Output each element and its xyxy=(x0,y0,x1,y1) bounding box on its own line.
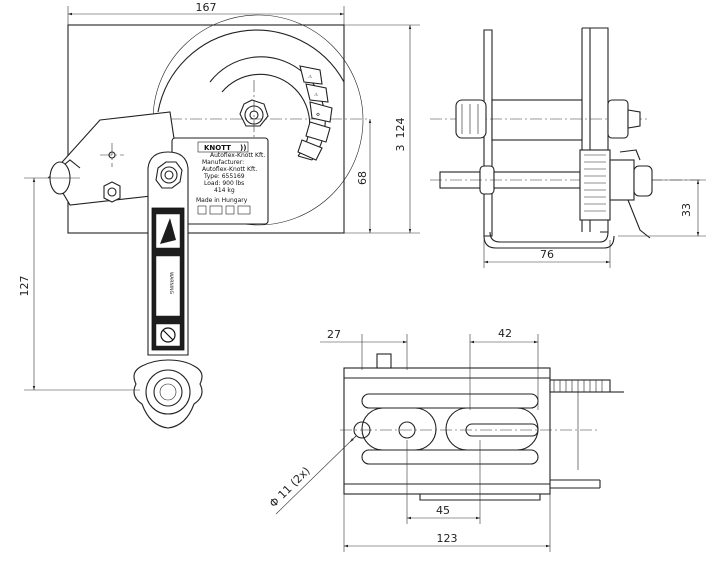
ce-icon xyxy=(197,205,207,215)
dimension-label-127: 127 xyxy=(18,276,31,297)
dimension-label-124-b: 3 xyxy=(394,145,407,152)
made-in-text: Made in Hungary xyxy=(196,197,248,204)
dimension-label-33: 33 xyxy=(680,203,693,217)
side-bolt xyxy=(103,181,121,203)
dimension-76: 76 xyxy=(483,240,611,268)
icon-strip-symbol: ⚠ xyxy=(308,74,312,80)
dimension-label-45: 45 xyxy=(436,504,450,517)
dimension-127: 127 xyxy=(18,177,140,391)
dimension-label-76: 76 xyxy=(540,248,554,261)
dimension-label-124: 124 xyxy=(394,118,407,139)
side-view: 33 76 xyxy=(430,27,706,268)
load-lbs-text: Load: 900 lbs xyxy=(204,180,244,187)
dimension-label-27: 27 xyxy=(327,328,341,341)
dimension-124: 124 3 xyxy=(344,24,420,234)
load-kg-text: 414 kg xyxy=(214,187,235,194)
dimension-label-123: 123 xyxy=(437,532,458,545)
dimension-label-hole-dia: Φ 11 (2x) xyxy=(267,464,313,510)
warning-icon-strip: ⚠ ⚠ ⚙ xyxy=(297,65,333,161)
handle-warning-text: WARNING xyxy=(168,272,174,294)
dimension-label-167: 167 xyxy=(196,1,217,14)
label-plate: KNOTT )) Autoflex-Knott Kft. Manufacture… xyxy=(171,137,269,225)
drum-body xyxy=(491,99,583,141)
dimension-45: 45 xyxy=(406,440,481,524)
top-bolt xyxy=(376,353,392,369)
axle-nut-right xyxy=(607,99,641,139)
mounting-slots xyxy=(340,393,600,465)
drum-outline xyxy=(157,29,345,113)
brand-mark: )) xyxy=(240,144,246,152)
no-entry-icon xyxy=(160,327,176,343)
dimension-label-68: 68 xyxy=(356,171,369,185)
book-icon xyxy=(209,205,223,215)
frame-outline xyxy=(67,24,345,234)
manufacturer-label: Manufacturer: xyxy=(202,159,244,166)
dimension-27: 27 xyxy=(320,328,408,370)
handle-arm: WARNING xyxy=(147,151,189,356)
dimension-42: 42 xyxy=(469,327,539,410)
gear-ring-bottom xyxy=(549,379,624,489)
type-text: Type: 655169 xyxy=(203,173,245,180)
pivot-mark xyxy=(100,143,124,167)
bottom-view: 27 42 45 123 Φ 11 (2x) xyxy=(267,327,624,552)
brand-text: KNOTT xyxy=(204,144,231,152)
manufacturer-value: Autoflex-Knott Kft. xyxy=(202,166,257,173)
dimension-label-42: 42 xyxy=(498,327,512,340)
base-plate xyxy=(343,367,551,495)
recycle-icon xyxy=(225,205,235,215)
person-icon xyxy=(237,205,251,215)
dimension-123: 123 xyxy=(343,494,551,552)
dimension-33: 33 xyxy=(618,179,706,237)
dimension-68: 68 xyxy=(356,119,372,233)
axle-bolt xyxy=(455,99,487,139)
sub-brand-text: Autoflex-Knott Kft. xyxy=(210,152,265,159)
icon-strip-symbol: ⚙ xyxy=(316,112,320,118)
ratchet-gear xyxy=(579,149,653,239)
dimension-167: 167 xyxy=(67,1,345,40)
front-view: 167 ⚠ ⚠ ⚙ xyxy=(18,1,420,429)
icon-strip-symbol: ⚠ xyxy=(314,92,318,98)
handle-knob xyxy=(133,359,203,429)
hole-diameter-callout: Φ 11 (2x) xyxy=(267,435,357,515)
